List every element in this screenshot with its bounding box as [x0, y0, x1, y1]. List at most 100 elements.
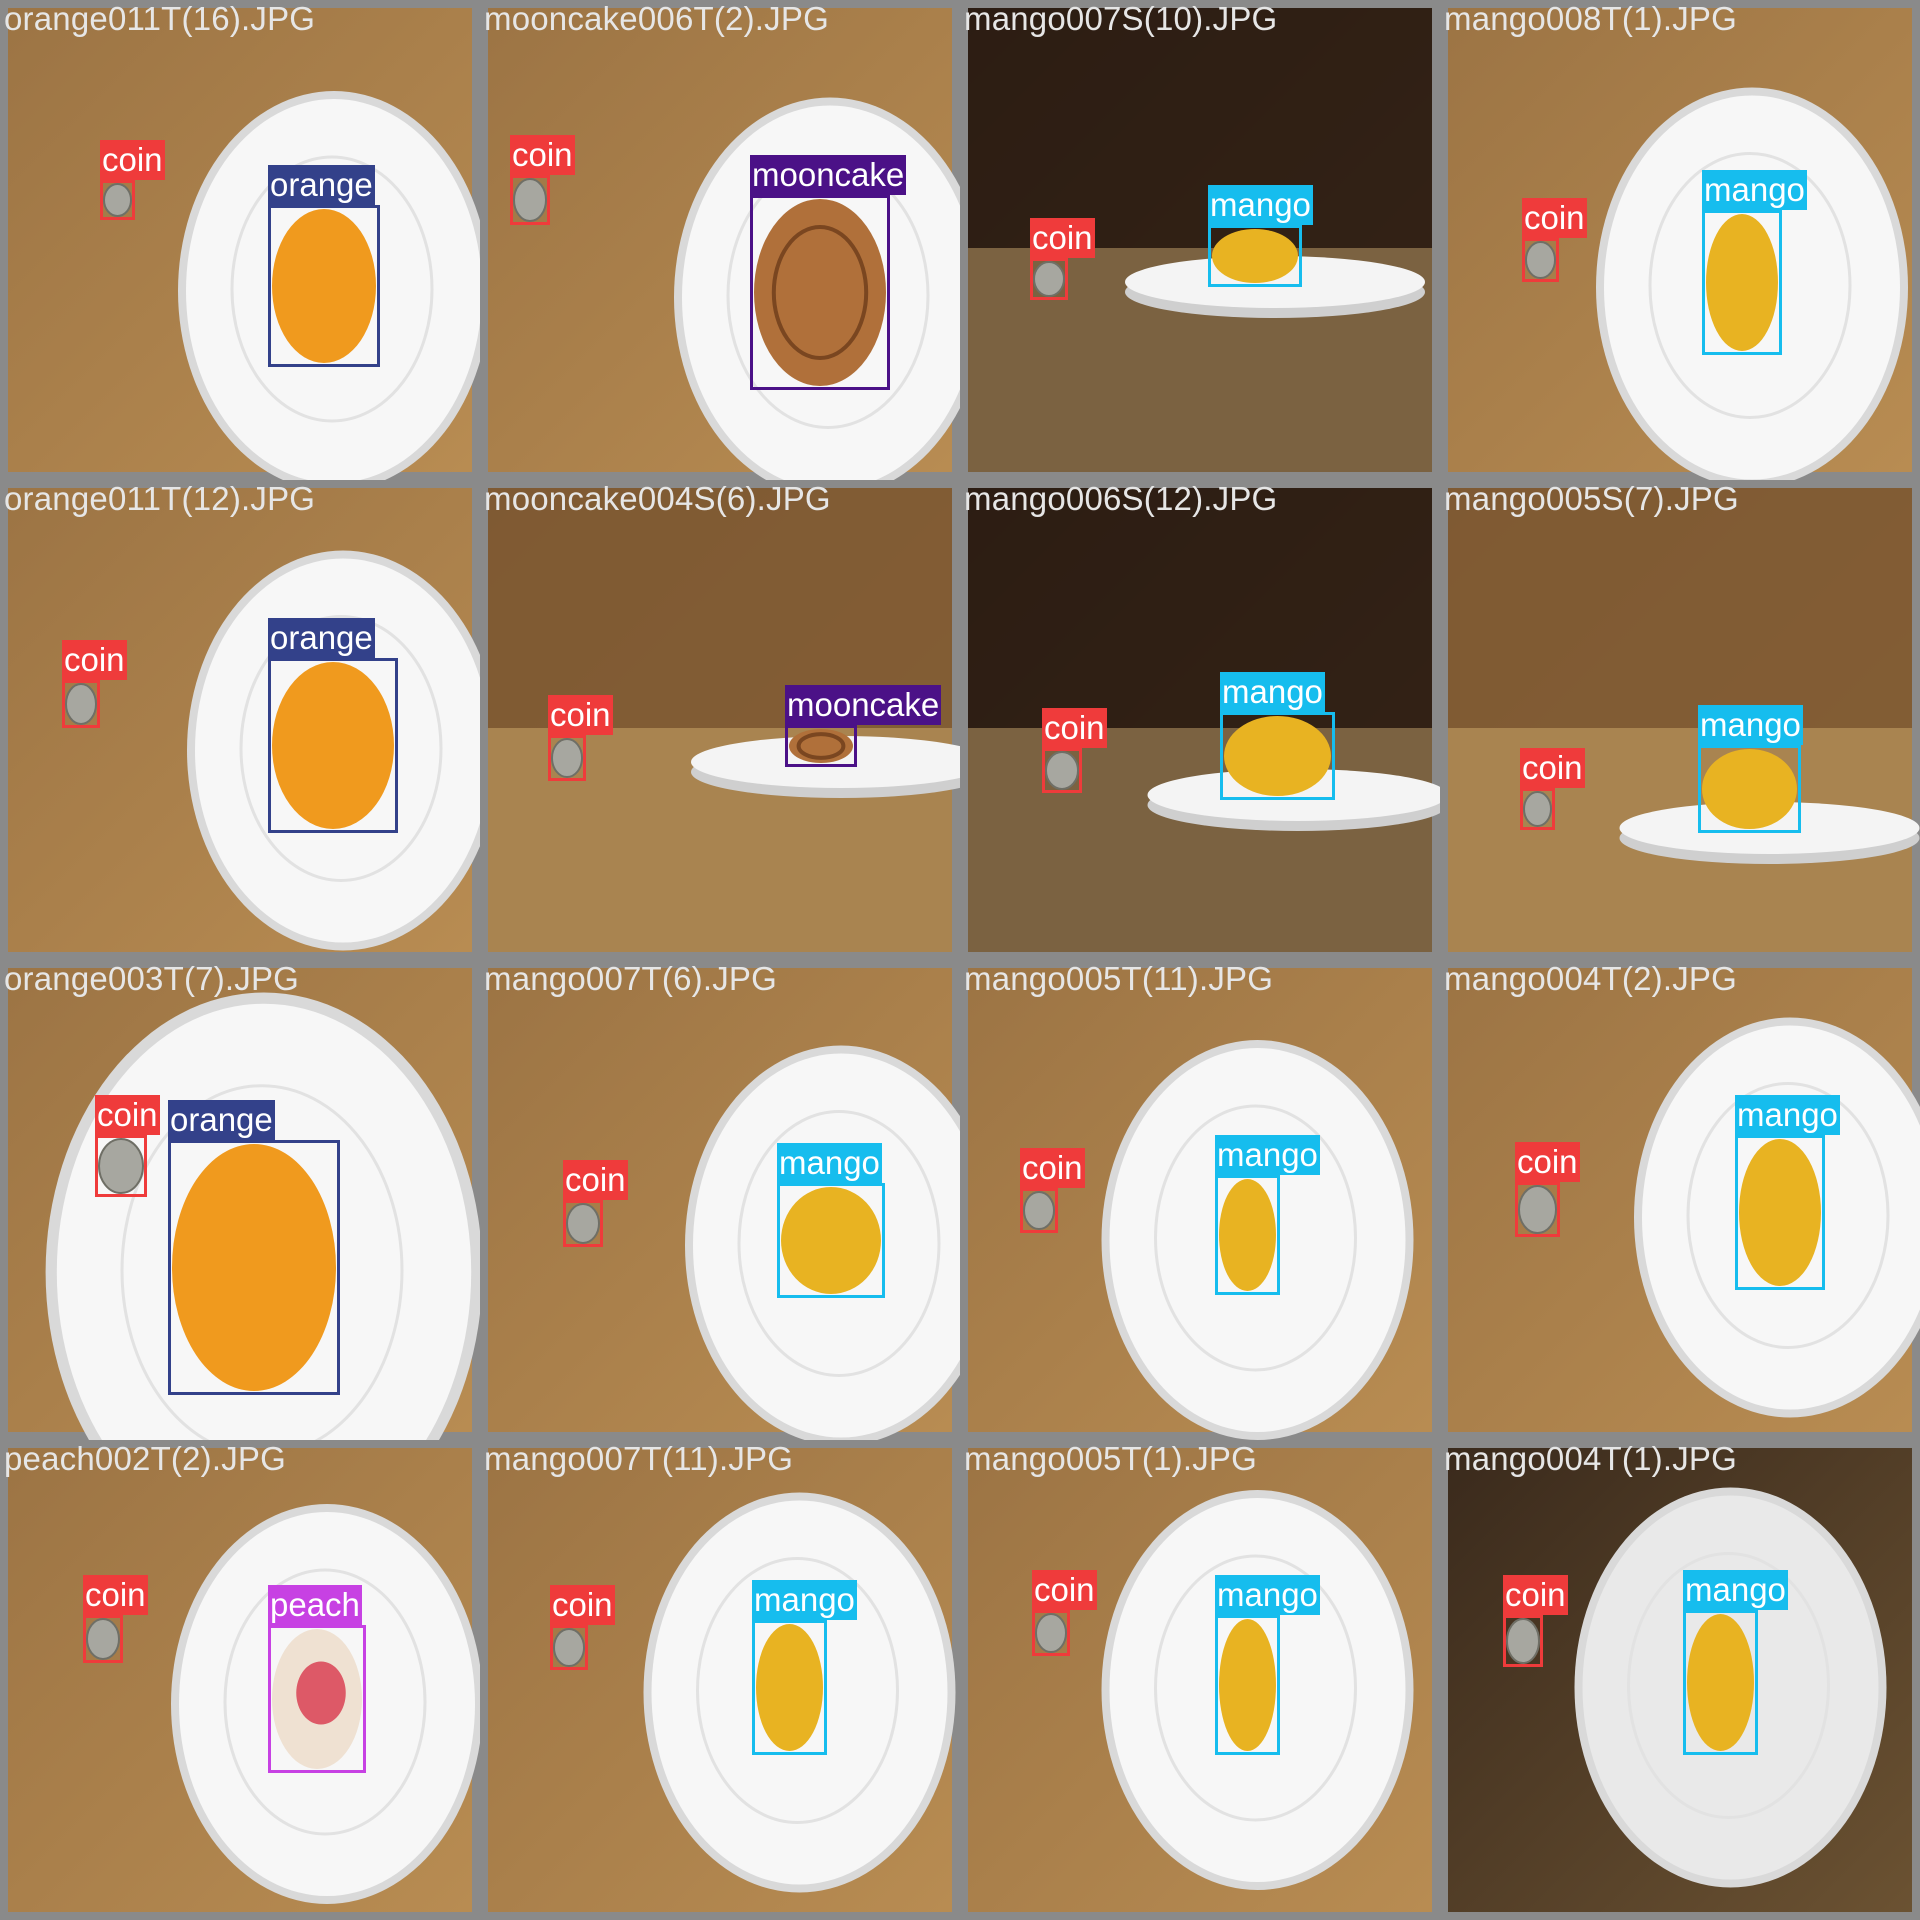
coin-bounding-box — [1030, 258, 1068, 300]
mooncake-label: mooncake — [785, 685, 942, 725]
mango-label: mango — [1698, 705, 1803, 745]
image-filename: mango004T(1).JPG — [1444, 1440, 1737, 1477]
coin-bounding-box — [550, 1625, 588, 1670]
image-filename: orange011T(12).JPG — [4, 480, 316, 517]
mooncake-bounding-box — [785, 725, 857, 767]
image-filename: mango007T(6).JPG — [484, 960, 777, 997]
mango-bounding-box — [777, 1183, 885, 1298]
image-tile: mango005S(7).JPG coin mango — [1440, 480, 1920, 960]
mango-bounding-box — [1735, 1135, 1825, 1290]
photo — [960, 480, 1440, 960]
image-filename: mango006S(12).JPG — [964, 480, 1278, 517]
image-tile: mooncake004S(6).JPG coin mooncake — [480, 480, 960, 960]
coin-label: coin — [548, 695, 613, 735]
mango-bounding-box — [1215, 1615, 1280, 1755]
photo — [960, 1440, 1440, 1920]
image-filename: peach002T(2).JPG — [4, 1440, 287, 1477]
image-tile: mango005T(11).JPG coin mango — [960, 960, 1440, 1440]
coin-label: coin — [1042, 708, 1107, 748]
coin-label: coin — [510, 135, 575, 175]
image-tile: mooncake006T(2).JPG coin mooncake — [480, 0, 960, 480]
mango-label: mango — [752, 1580, 857, 1620]
mango-label: mango — [1683, 1570, 1788, 1610]
coin-bounding-box — [1515, 1182, 1560, 1237]
photo — [0, 1440, 480, 1920]
coin-bounding-box — [1020, 1188, 1058, 1233]
image-filename: mango004T(2).JPG — [1444, 960, 1737, 997]
mango-label: mango — [1735, 1095, 1840, 1135]
mango-bounding-box — [1220, 712, 1335, 800]
coin-label: coin — [1520, 748, 1585, 788]
photo — [480, 960, 960, 1440]
image-filename: mango008T(1).JPG — [1444, 0, 1737, 37]
orange-bounding-box — [168, 1140, 340, 1395]
orange-label: orange — [268, 165, 375, 205]
image-tile: mango007T(6).JPG coin mango — [480, 960, 960, 1440]
image-filename: mooncake004S(6).JPG — [484, 480, 831, 517]
image-filename: mango005T(11).JPG — [964, 960, 1274, 997]
coin-label: coin — [62, 640, 127, 680]
coin-label: coin — [100, 140, 165, 180]
photo — [1440, 0, 1920, 480]
photo — [0, 960, 480, 1440]
photo — [1440, 480, 1920, 960]
image-filename: mango007T(11).JPG — [484, 1440, 794, 1477]
coin-label: coin — [1515, 1142, 1580, 1182]
mango-bounding-box — [1683, 1610, 1758, 1755]
mango-label: mango — [1215, 1135, 1320, 1175]
photo — [960, 960, 1440, 1440]
image-filename: orange003T(7).JPG — [4, 960, 300, 997]
photo — [1440, 960, 1920, 1440]
orange-label: orange — [268, 618, 375, 658]
coin-bounding-box — [1042, 748, 1082, 793]
photo — [0, 480, 480, 960]
coin-label: coin — [563, 1160, 628, 1200]
mango-bounding-box — [1702, 210, 1782, 355]
coin-bounding-box — [510, 175, 550, 225]
peach-label: peach — [268, 1585, 362, 1625]
orange-label: orange — [168, 1100, 275, 1140]
mango-bounding-box — [1208, 225, 1302, 287]
mango-bounding-box — [752, 1620, 827, 1755]
mango-bounding-box — [1698, 745, 1801, 833]
coin-bounding-box — [563, 1200, 603, 1247]
mango-bounding-box — [1215, 1175, 1280, 1295]
image-filename: mooncake006T(2).JPG — [484, 0, 829, 37]
mango-label: mango — [1220, 672, 1325, 712]
image-tile: mango004T(1).JPG coin mango — [1440, 1440, 1920, 1920]
image-tile: orange011T(12).JPG coin orange — [0, 480, 480, 960]
image-tile: mango004T(2).JPG coin mango — [1440, 960, 1920, 1440]
coin-bounding-box — [83, 1615, 123, 1663]
coin-bounding-box — [548, 735, 586, 781]
photo — [1440, 1440, 1920, 1920]
mango-label: mango — [1215, 1575, 1320, 1615]
image-tile: mango008T(1).JPG coin mango — [1440, 0, 1920, 480]
mooncake-label: mooncake — [750, 155, 907, 195]
image-tile: mango006S(12).JPG coin mango — [960, 480, 1440, 960]
mango-label: mango — [1702, 170, 1807, 210]
mango-label: mango — [777, 1143, 882, 1183]
mooncake-bounding-box — [750, 195, 890, 390]
coin-bounding-box — [1520, 788, 1555, 830]
coin-label: coin — [1503, 1575, 1568, 1615]
coin-label: coin — [1020, 1148, 1085, 1188]
coin-bounding-box — [95, 1135, 147, 1197]
coin-label: coin — [1030, 218, 1095, 258]
mango-label: mango — [1208, 185, 1313, 225]
coin-bounding-box — [100, 180, 135, 220]
photo — [480, 1440, 960, 1920]
coin-bounding-box — [1503, 1615, 1543, 1667]
peach-bounding-box — [268, 1625, 366, 1773]
orange-bounding-box — [268, 205, 380, 367]
photo — [0, 0, 480, 480]
image-filename: mango005S(7).JPG — [1444, 480, 1739, 517]
coin-label: coin — [95, 1095, 160, 1135]
coin-label: coin — [1522, 198, 1587, 238]
coin-bounding-box — [1522, 238, 1559, 282]
